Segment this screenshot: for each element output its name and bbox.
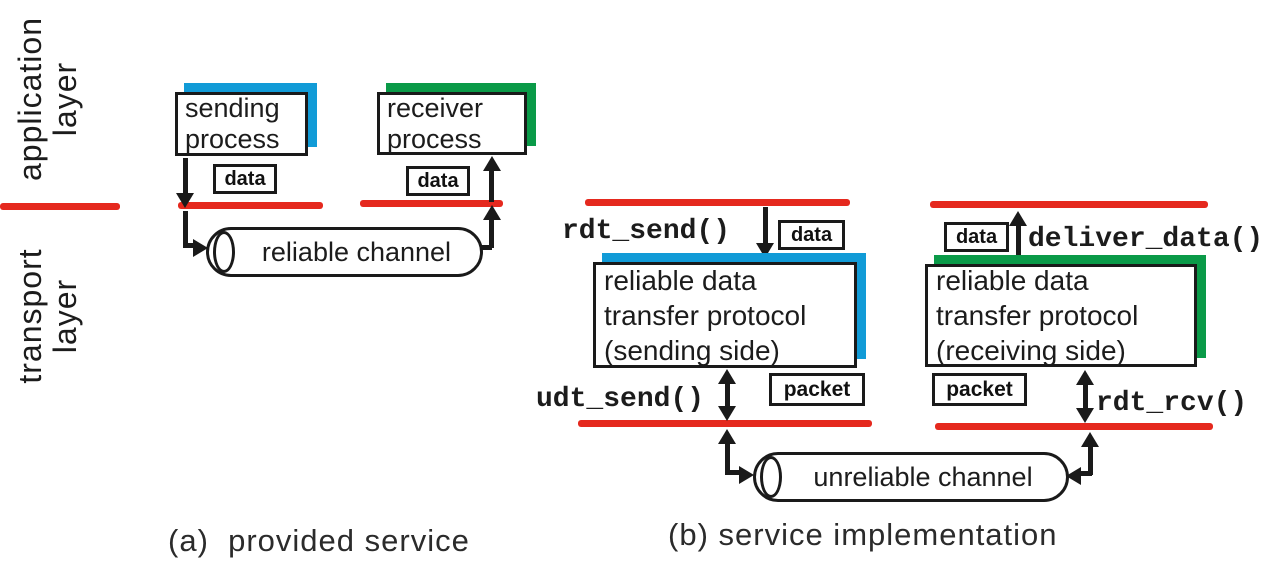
packet-tag-b-right: packet: [932, 373, 1027, 406]
sending-side-line1: reliable data: [604, 264, 757, 296]
layer-boundary-line-b-top-right: [930, 201, 1208, 208]
unreliable-channel-cylinder: unreliable channel: [753, 452, 1069, 502]
receiver-process-face: receiver process: [377, 92, 527, 155]
layer-boundary-line-left-margin: [0, 203, 120, 210]
application-layer-line1: application: [12, 17, 48, 181]
sending-side-line2: transfer protocol: [604, 299, 807, 331]
transport-layer-line1: transport: [12, 248, 48, 384]
sending-side-protocol-box: reliable data transfer protocol (sending…: [593, 253, 866, 368]
receiver-process-line1: receiver: [387, 92, 484, 123]
cylinder-cap-icon: [213, 231, 235, 273]
data-tag-b-right: data: [944, 222, 1009, 252]
receiver-process-box: receiver process: [377, 83, 536, 155]
caption-a: (a) provided service: [168, 523, 470, 558]
layer-boundary-line-b-bottom-left: [578, 420, 872, 427]
sending-side-face: reliable data transfer protocol (sending…: [593, 262, 857, 368]
data-tag-a-right: data: [406, 166, 470, 196]
unreliable-channel-label: unreliable channel: [813, 461, 1033, 492]
layer-boundary-line-a-right: [360, 200, 503, 207]
receiving-side-line3: (receiving side): [936, 335, 1126, 366]
receiving-side-face: reliable data transfer protocol (receivi…: [925, 264, 1197, 367]
data-tag-b-left: data: [778, 220, 845, 250]
application-layer-line2: layer: [47, 61, 83, 137]
reliable-channel-cylinder: reliable channel: [206, 227, 483, 277]
sending-process-line2: process: [185, 124, 280, 154]
transport-layer-line2: layer: [47, 278, 83, 354]
sending-side-line3: (sending side): [604, 334, 780, 366]
reliable-channel-label: reliable channel: [261, 236, 452, 267]
udt-send-label: udt_send(): [536, 384, 705, 415]
packet-tag-b-left: packet: [769, 373, 865, 406]
receiver-process-line2: process: [387, 123, 482, 154]
layer-boundary-line-b-bottom-right: [935, 423, 1213, 430]
transport-layer-label: transport layer: [12, 231, 83, 401]
layer-boundary-line-b-top-left: [585, 199, 850, 206]
layer-boundary-line-a-left: [178, 202, 323, 209]
receiving-side-line2: transfer protocol: [936, 300, 1139, 331]
deliver-data-label: deliver_data(): [1028, 224, 1264, 255]
application-layer-label: application layer: [12, 0, 83, 204]
rdt-send-label: rdt_send(): [562, 216, 731, 247]
rdt-rcv-label: rdt_rcv(): [1096, 388, 1248, 419]
receiving-side-line1: reliable data: [936, 265, 1089, 296]
sending-process-face: sending process: [175, 92, 308, 156]
receiving-side-protocol-box: reliable data transfer protocol (receivi…: [925, 255, 1206, 367]
data-tag-a-left: data: [213, 164, 277, 194]
caption-b: (b) service implementation: [668, 517, 1058, 552]
sending-process-box: sending process: [175, 83, 317, 156]
cylinder-cap-icon: [760, 456, 782, 498]
sending-process-line1: sending: [185, 93, 280, 123]
